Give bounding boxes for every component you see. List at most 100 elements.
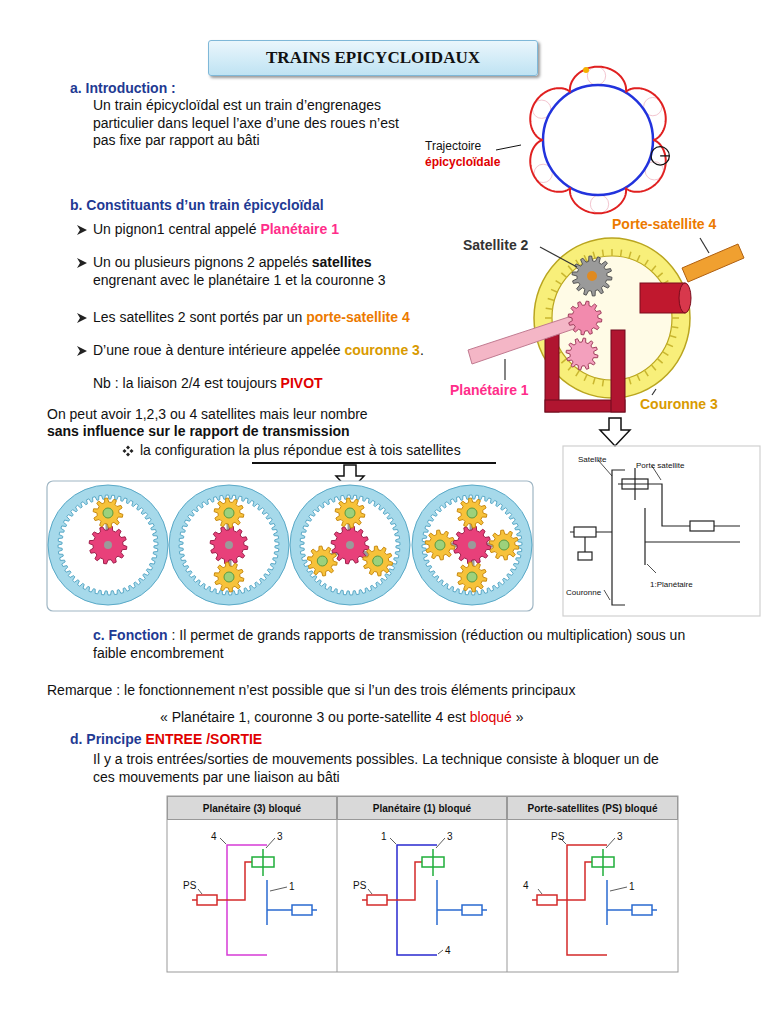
table-schema [270,887,287,891]
text-block: On peut avoir 1,2,3 ou 4 satellites mais… [47,406,368,424]
text-block: 3 [617,827,623,845]
gear-configuration [489,530,519,560]
table-schema [602,849,604,876]
table-schema [632,905,652,915]
label-text: Planétaire 1 [450,382,529,398]
table-schema [266,838,275,848]
table-header-cell: Planétaire (1) bloqué [337,796,507,820]
epicycloid-figure [651,147,669,165]
ring-teeth [548,299,555,301]
down-arrow [600,418,630,446]
callout-number: 1 [381,831,387,842]
ring-teeth [644,260,648,266]
text-block: 4 [523,876,529,894]
gear-wheels [587,271,597,281]
label-text: 1:Planétaire [650,580,693,589]
gear-configuration [467,572,477,582]
kinematic-schema [584,537,585,552]
gear-3d-illustration [540,247,577,267]
ring-teeth [671,326,678,328]
bullet-symbol [77,346,87,356]
kinematic-schema [604,590,610,600]
bullet-symbol [126,453,130,457]
ring-teeth [670,335,677,337]
gear-3d-illustration [611,330,625,412]
ring-teeth [561,273,566,278]
gear-wheels [566,338,598,370]
epicycloid-figure [587,67,605,85]
callout-number: PS [551,831,564,842]
table-header-cell: Planétaire (3) bloqué [167,796,337,820]
table-schema [432,849,434,876]
bullet-symbol [77,313,87,323]
table-grid [507,796,508,972]
kinematic-schema [647,564,656,573]
callout-number: 3 [617,831,623,842]
table-schema [438,950,443,954]
callout-number: 1 [629,881,635,892]
ring-teeth [657,359,662,364]
table-grid [167,796,678,972]
ring-teeth [584,374,587,380]
callout-number: 4 [523,880,529,891]
gear-wheels [568,301,602,335]
label-text: Les satellites 2 sont portés par un [93,309,302,325]
label-text: Porte-satellite 4 [612,216,716,232]
gear-configuration [467,508,477,518]
kinematic-schema [618,483,652,484]
text-block: 4 [211,827,217,845]
label-text: Un train épicycloïdal est un train d’eng… [93,97,399,148]
text-block: Porte satellite [636,455,684,473]
text-block: Remarque : le fonctionnement n’est possi… [47,682,575,700]
label-text: engrenant avec le planétaire 1 et la cou… [93,272,453,290]
table-schema [192,838,317,955]
ring-teeth [602,250,604,257]
text-block: Un ou plusieurs pignons 2 appeléssatelli… [93,254,453,289]
gear-row-frame [47,481,533,611]
callout-number: 4 [445,945,451,956]
text-block: Couronne [566,582,601,600]
label-text: Satellite [578,455,606,464]
callout-number: 1 [289,881,295,892]
epicycloid-figure [583,67,589,73]
kinematic-schema [578,552,592,560]
text-block: la configuration la plus répondue est à … [140,442,461,460]
callout-number: PS [353,880,366,891]
label-text: Un pignon1 central appelé [93,221,256,237]
text-block: 4 [445,941,451,959]
gear-configuration [224,572,234,582]
gear-configuration [89,526,127,564]
text-block: PS [353,876,366,894]
ring-teeth [637,374,640,380]
callout-number: 3 [447,831,453,842]
bullet-symbol [123,449,127,453]
label-text: « Planétaire 1, couronne 3 ou porte-sate… [160,709,466,725]
gear-configuration [225,541,233,549]
table-schema [436,838,445,848]
ring-teeth [651,266,656,271]
text-block: Satellite 2 [463,237,528,255]
label-text: Porte satellite [636,461,684,470]
text-block: Planétaire 1 [450,382,529,400]
section-heading: c. Fonction [93,627,168,643]
epicycloid-figure [496,145,521,150]
label-text: D’une roue à denture intérieure appelée [93,342,341,358]
table-schema [606,838,615,848]
text-block: b. Constituants d’un train épicycloïdal [70,197,324,215]
callout-number: 3 [277,831,283,842]
down-arrow [252,462,496,464]
kinematic-schema [563,446,760,616]
text-block: Nb : la liaison 2/4 est toujoursPIVOT [93,375,323,393]
table-schema [198,838,287,894]
gear-configuration [103,508,113,518]
gear-configuration [435,540,445,550]
epicycloid-figure [590,195,608,213]
ring-teeth [602,379,604,386]
ring-teeth [546,307,553,309]
table-schema [368,838,445,954]
ring-teeth [551,289,557,292]
gear-configuration [224,508,234,518]
gear-configuration [335,498,365,528]
table-schema [262,849,264,876]
